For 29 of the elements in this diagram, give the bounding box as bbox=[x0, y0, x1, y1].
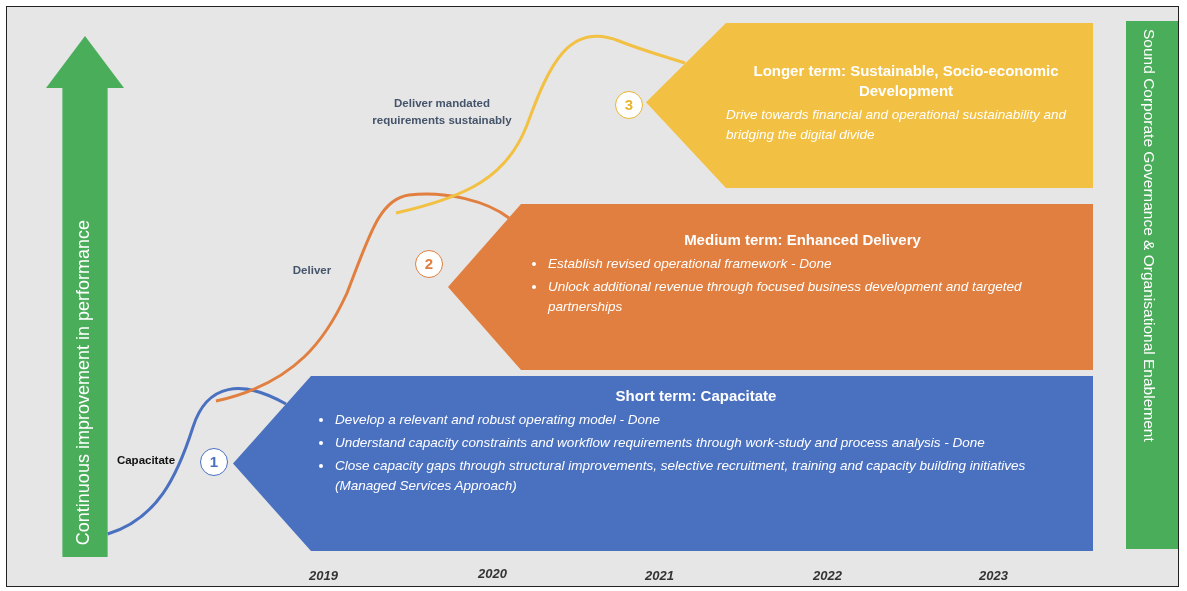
banner-heading: Medium term: Enhanced Delivery bbox=[683, 230, 922, 250]
pentagon-banner bbox=[448, 204, 1093, 370]
vertical-band bbox=[1126, 21, 1178, 549]
curve-label: Deliver bbox=[291, 263, 333, 278]
year-label: 2019 bbox=[309, 568, 338, 583]
bullet-point: Unlock additional revenue through focused business development and targeted partnerships bbox=[526, 277, 1079, 317]
bullet-point: Develop a relevant and robust operating model - Done bbox=[313, 410, 1079, 430]
step-number: 1 bbox=[200, 448, 228, 476]
curve-label: Deliver mandated requirements sustainably bbox=[371, 96, 513, 128]
step-number: 3 bbox=[615, 91, 643, 119]
curved-connector bbox=[107, 387, 287, 536]
arrow-label: Continuous improvement in performance bbox=[73, 219, 94, 545]
pentagon-banner bbox=[646, 23, 1093, 188]
bullet-point: Establish revised operational framework - Done bbox=[526, 254, 1079, 274]
banner-heading: Short term: Capacitate bbox=[614, 386, 778, 406]
curve-label: Capacitate bbox=[115, 453, 177, 468]
banner-heading: Longer term: Sustainable, Socio-economic Development bbox=[752, 61, 1060, 101]
year-label: 2023 bbox=[979, 568, 1008, 583]
pentagon-banner bbox=[233, 376, 1093, 551]
curved-connector bbox=[395, 34, 686, 215]
year-label: 2022 bbox=[813, 568, 842, 583]
banner-text: Drive towards financial and operational sustainability and bridging the digital divide bbox=[726, 106, 1068, 144]
curved-connector bbox=[215, 192, 510, 403]
year-label: 2021 bbox=[645, 568, 674, 583]
step-number: 2 bbox=[415, 250, 443, 278]
bullet-point: Close capacity gaps through structural improvements, selective recruitment, training and capacity building initiatives (Managed Services Approach) bbox=[313, 456, 1079, 496]
bullet-point: Understand capacity constraints and workflow requirements through work-study and process analysis - Done bbox=[313, 433, 1079, 453]
year-label: 2020 bbox=[478, 566, 507, 581]
band-label: Sound Corporate Governance & Organisational Enablement bbox=[1140, 29, 1158, 442]
